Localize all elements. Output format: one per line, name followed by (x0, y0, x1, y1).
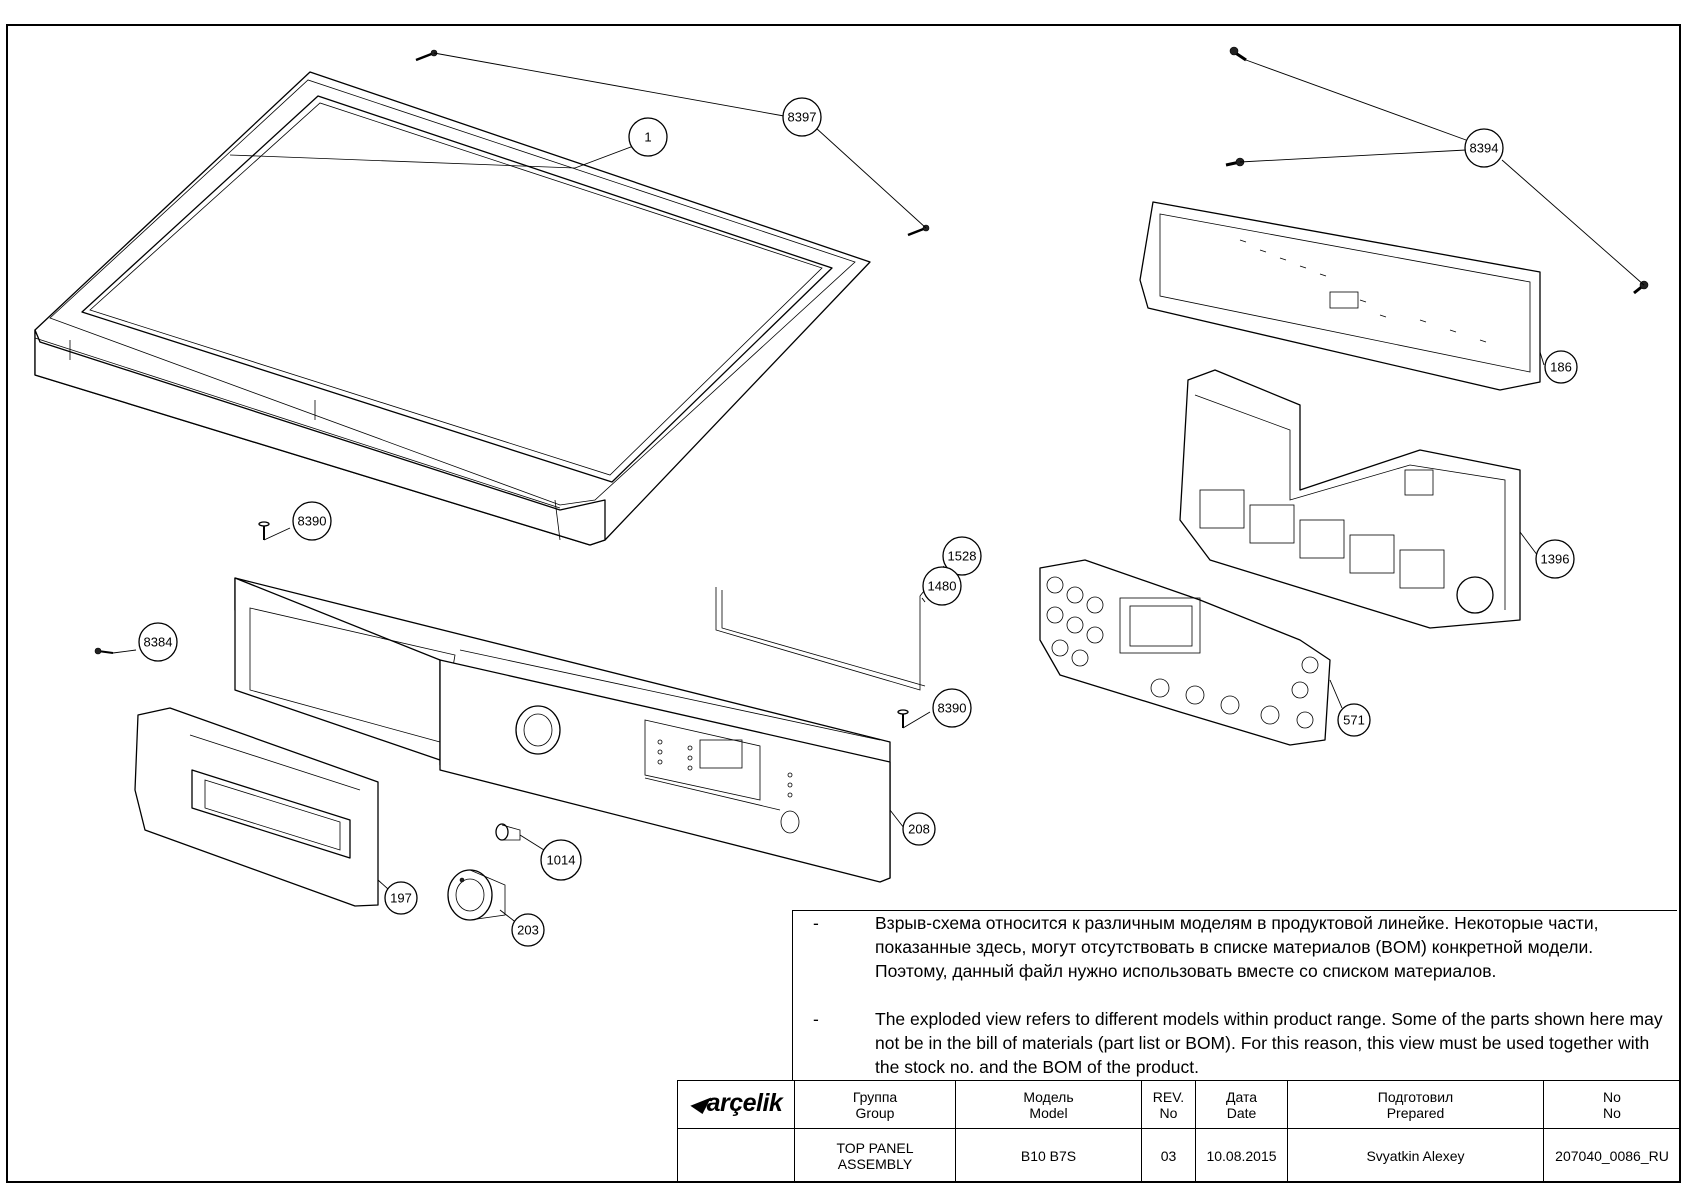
callout-label: 1480 (928, 579, 957, 594)
callout-label: 203 (517, 923, 539, 938)
callout-label: 8384 (144, 635, 173, 650)
screw-8390-b (897, 709, 909, 728)
selector-knob-part (447, 869, 506, 921)
group-value-1: TOP PANEL (836, 1139, 914, 1156)
callout-208: 208 (902, 812, 936, 846)
callout-1396: 1396 (1535, 539, 1575, 579)
screw-8390-a (258, 521, 270, 540)
note-russian-text: Взрыв-схема относится к различным моделя… (875, 913, 1599, 981)
button-holder-part (1179, 369, 1521, 629)
rev-value: 03 (1141, 1128, 1196, 1183)
no-header-1: No (1603, 1088, 1621, 1105)
callout-label: 8394 (1470, 141, 1499, 156)
model-header-ru: Модель (1023, 1088, 1074, 1105)
rev-header: REV.No (1141, 1080, 1196, 1129)
callout-203: 203 (511, 913, 545, 947)
callout-8397: 8397 (782, 97, 822, 137)
callout-1014: 1014 (540, 839, 582, 881)
logo-cell: ◀arçelik (677, 1080, 795, 1129)
callout-8394: 8394 (1464, 128, 1504, 168)
screw-8397-a (415, 49, 438, 62)
group-header-en: Group (855, 1104, 895, 1121)
callout-label: 8397 (788, 110, 817, 125)
notes-box: - Взрыв-схема относится к различным моде… (792, 910, 1677, 1080)
callout-label: 1 (644, 130, 651, 145)
callout-label: 1014 (547, 853, 576, 868)
prepared-value: Svyatkin Alexey (1287, 1128, 1544, 1183)
drawer-handle-part (134, 707, 379, 907)
model-header-en: Model (1029, 1104, 1068, 1121)
note-dash: - (813, 1009, 819, 1029)
callout-1528: 1528 (942, 536, 982, 576)
callout-label: 197 (390, 891, 412, 906)
callout-label: 1396 (1541, 552, 1570, 567)
callout-8384: 8384 (138, 622, 178, 662)
group-value-2: ASSEMBLY (837, 1155, 913, 1172)
callout-label: 186 (1550, 360, 1572, 375)
display-frame-part (1039, 559, 1331, 746)
note-dash: - (813, 913, 819, 933)
callout-1480: 1480 (922, 566, 962, 606)
callout-571: 571 (1337, 703, 1371, 737)
callout-8390-upper: 8390 (292, 501, 332, 541)
screw-8384 (94, 647, 114, 655)
callout-label: 208 (908, 822, 930, 837)
front-panel-part (234, 577, 891, 883)
callout-197: 197 (384, 881, 418, 915)
date-header-en: Date (1226, 1104, 1257, 1121)
group-header-ru: Группа (852, 1088, 898, 1105)
blank-cell (677, 1128, 795, 1183)
rev-header-1: REV. (1152, 1088, 1185, 1105)
date-header-ru: Дата (1225, 1088, 1257, 1105)
arcelik-logo: ◀arçelik (686, 1089, 783, 1117)
callout-label: 1528 (948, 549, 977, 564)
prepared-header-en: Prepared (1386, 1104, 1445, 1121)
rev-header-2: No (1159, 1104, 1178, 1121)
indicator-part (495, 823, 521, 841)
callout-8390-lower: 8390 (932, 688, 972, 728)
model-value: B10 B7S (955, 1128, 1142, 1183)
callout-label: 8390 (938, 701, 967, 716)
logo-text: arçelik (706, 1089, 783, 1117)
screw-8397-b (907, 224, 930, 237)
callout-186: 186 (1544, 350, 1578, 384)
callout-1: 1 (628, 117, 668, 157)
prepared-header-ru: Подготовил (1377, 1088, 1454, 1105)
callout-label: 571 (1343, 713, 1365, 728)
date-value: 10.08.2015 (1195, 1128, 1288, 1183)
no-header-2: No (1603, 1104, 1621, 1121)
screw-8394-a (1229, 46, 1247, 62)
note-english-text: The exploded view refers to different mo… (875, 1009, 1663, 1077)
light-pipe-part (715, 587, 926, 691)
no-value: 207040_0086_RU (1543, 1128, 1681, 1183)
callout-label: 8390 (298, 514, 327, 529)
top-panel-part (34, 71, 871, 546)
